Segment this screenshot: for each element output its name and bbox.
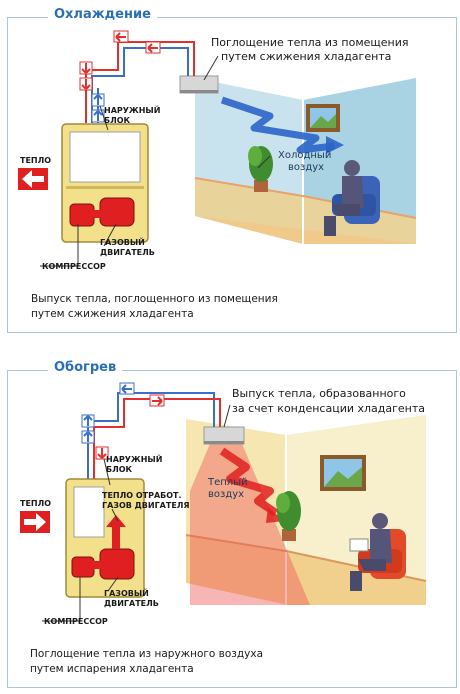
cool-compressor-label: КОМПРЕССОР: [42, 262, 106, 271]
warm-heat-label: ТЕПЛО: [20, 499, 52, 508]
warm-engine-label-2: ДВИГАТЕЛЬ: [104, 599, 159, 608]
cooling-title: Охлаждение: [48, 7, 157, 22]
warm-waste-heat-label-2: ГАЗОВ ДВИГАТЕЛЯ: [102, 501, 190, 510]
warm-compressor-label: КОМПРЕССОР: [44, 617, 108, 626]
warm-person-chair: [349, 513, 406, 591]
warm-air-glow: [190, 439, 310, 605]
warm-waste-heat-label-1: ТЕПЛО ОТРАБОТ.: [102, 491, 182, 500]
cool-picture: [306, 104, 340, 132]
cool-engine-label-2: ДВИГАТЕЛЬ: [100, 248, 155, 257]
warm-bottom-caption-1: Поглощение тепла из наружного воздуха: [30, 648, 263, 660]
cool-leaders: [40, 55, 271, 267]
warm-top-caption-1: Выпуск тепла, образованного: [232, 387, 406, 400]
cool-air-label-1: Холодный: [278, 150, 332, 161]
warm-air-label-2: воздух: [208, 489, 245, 500]
warm-outdoor-label-1: НАРУЖНЫЙ: [106, 455, 163, 464]
warm-leaders: [42, 404, 231, 622]
warm-plant: [276, 491, 301, 541]
cool-air-label-2: воздух: [288, 162, 325, 173]
cool-top-caption-1: Поглощение тепла из помещения: [211, 36, 409, 49]
heating-panel: Обогрев: [7, 360, 457, 688]
cool-indoor-unit: [179, 75, 219, 94]
heating-title: Обогрев: [48, 360, 123, 375]
warm-air-arrow: [219, 447, 279, 517]
warm-engine-label-1: ГАЗОВЫЙ: [104, 589, 149, 598]
cold-air-arrow: [220, 96, 335, 154]
cool-heat-label: ТЕПЛО: [20, 156, 52, 165]
cool-outdoor-label-2: БЛОК: [104, 116, 131, 125]
cool-flow-markers: [79, 30, 161, 123]
warm-flow-markers: [81, 382, 165, 460]
cool-compressor-engine: [69, 197, 135, 227]
warm-compressor-engine: [71, 515, 135, 580]
cooling-scene: [18, 30, 417, 267]
heating-scene: [20, 382, 427, 622]
warm-picture: [320, 455, 366, 491]
cool-bottom-caption-2: путем сжижения хладагента: [31, 308, 194, 320]
cool-bottom-caption-1: Выпуск тепла, поглощенного из помещения: [31, 293, 278, 305]
cool-person-chair: [324, 160, 380, 236]
cool-top-caption-2: путем сжижения хладагента: [221, 50, 392, 63]
warm-indoor-unit: [203, 426, 245, 445]
cool-outdoor-label-1: НАРУЖНЫЙ: [104, 106, 161, 115]
cooling-panel: Охлаждение: [7, 7, 457, 333]
warm-bottom-caption-2: путем испарения хладагента: [30, 663, 194, 675]
warm-air-label-1: Теплый: [208, 477, 248, 488]
cool-plant: [248, 146, 273, 192]
warm-outdoor-label-2: БЛОК: [106, 465, 133, 474]
warm-heat-in-arrow: [20, 511, 50, 533]
cool-heat-out-arrow: [18, 168, 48, 190]
cool-engine-label-1: ГАЗОВЫЙ: [100, 238, 145, 247]
warm-top-caption-2: за счет конденсации хладагента: [232, 402, 426, 415]
